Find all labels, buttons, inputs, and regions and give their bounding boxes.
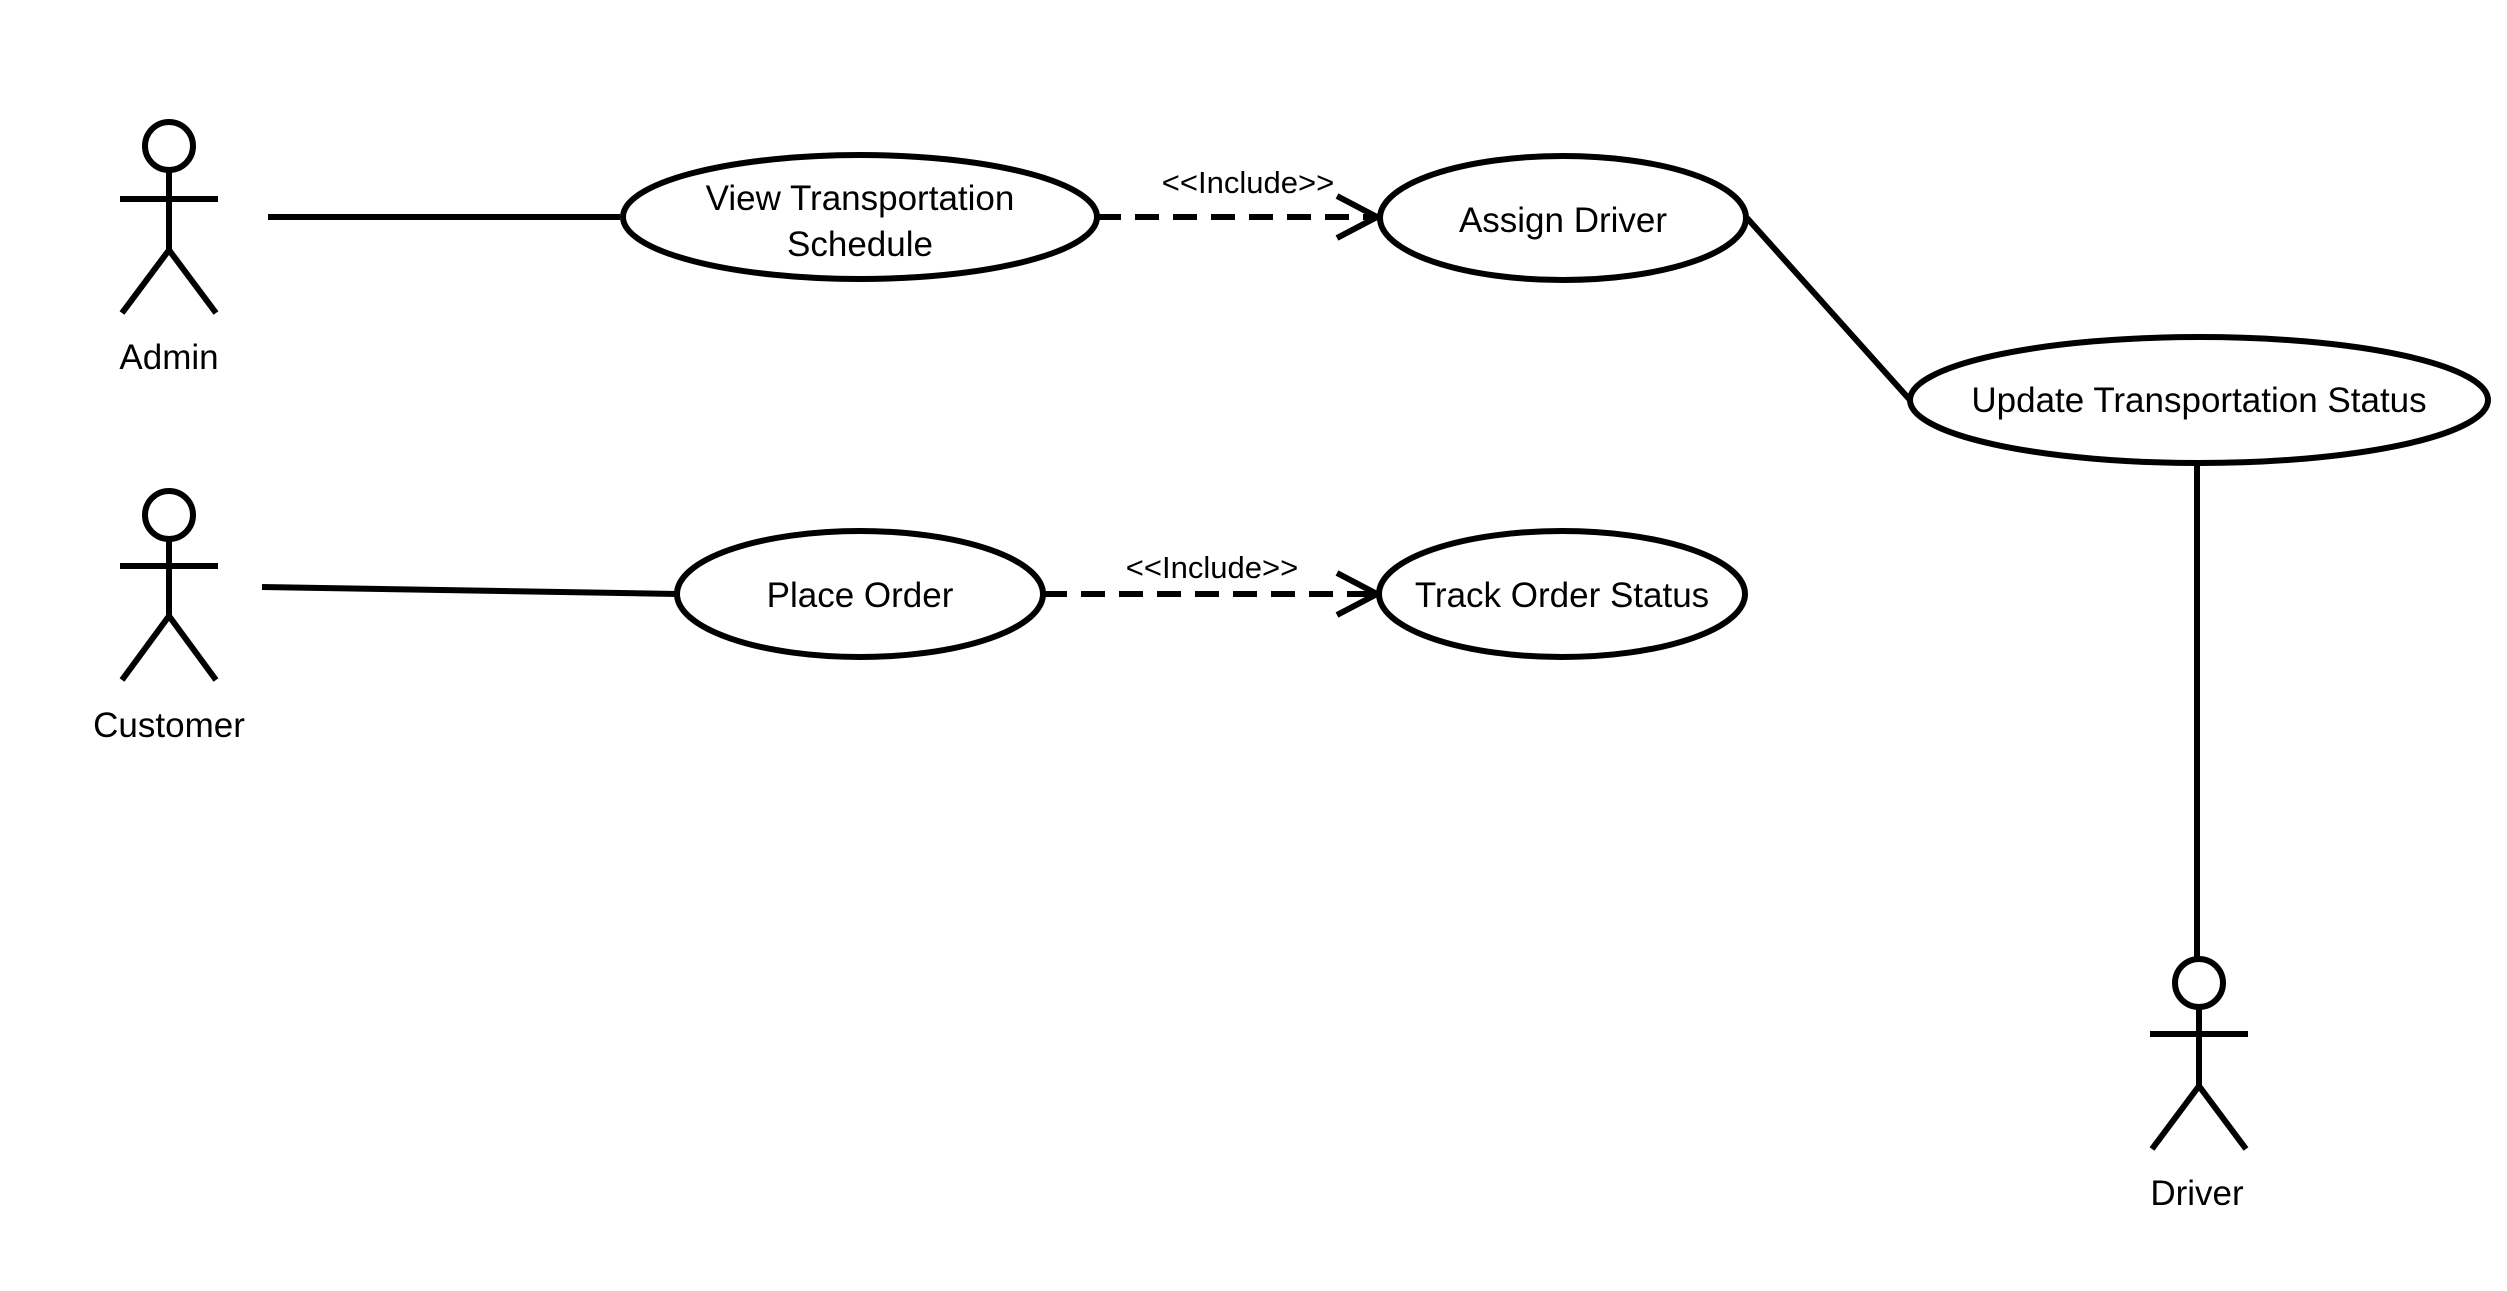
use-case-label: Assign Driver: [1459, 201, 1667, 240]
include-arrow-view-to-assign: [1097, 193, 1384, 241]
stick-figure-icon: [119, 119, 219, 315]
use-case-track-order-status[interactable]: Track Order Status: [1376, 528, 1748, 660]
use-case-label: Track Order Status: [1415, 576, 1709, 615]
include-label: <<Include>>: [1162, 165, 1334, 200]
customer-place-order-association: [261, 584, 678, 597]
use-case-assign-driver[interactable]: Assign Driver: [1377, 153, 1749, 283]
actor-customer[interactable]: Customer: [93, 488, 245, 745]
assign-driver-update-status-association: [1744, 215, 1913, 403]
stick-figure-icon: [119, 488, 219, 682]
actor-admin[interactable]: Admin: [119, 119, 219, 377]
use-case-label: View Transportation: [706, 179, 1015, 218]
actor-label: Customer: [93, 706, 245, 745]
use-case-label: Schedule: [787, 225, 933, 264]
use-case-label: Update Transportation Status: [1971, 381, 2426, 420]
use-case-label: Place Order: [767, 576, 954, 615]
actor-label: Driver: [2150, 1174, 2244, 1213]
include-label: <<Include>>: [1126, 550, 1298, 585]
use-case-place-order[interactable]: Place Order: [674, 528, 1046, 660]
use-case-update-transportation-status[interactable]: Update Transportation Status: [1907, 334, 2491, 466]
actor-label: Admin: [119, 338, 218, 377]
use-case-view-transportation-schedule[interactable]: View Transportation Schedule: [620, 152, 1100, 282]
stick-figure-icon: [2149, 956, 2249, 1151]
actor-driver[interactable]: Driver: [2149, 956, 2249, 1213]
